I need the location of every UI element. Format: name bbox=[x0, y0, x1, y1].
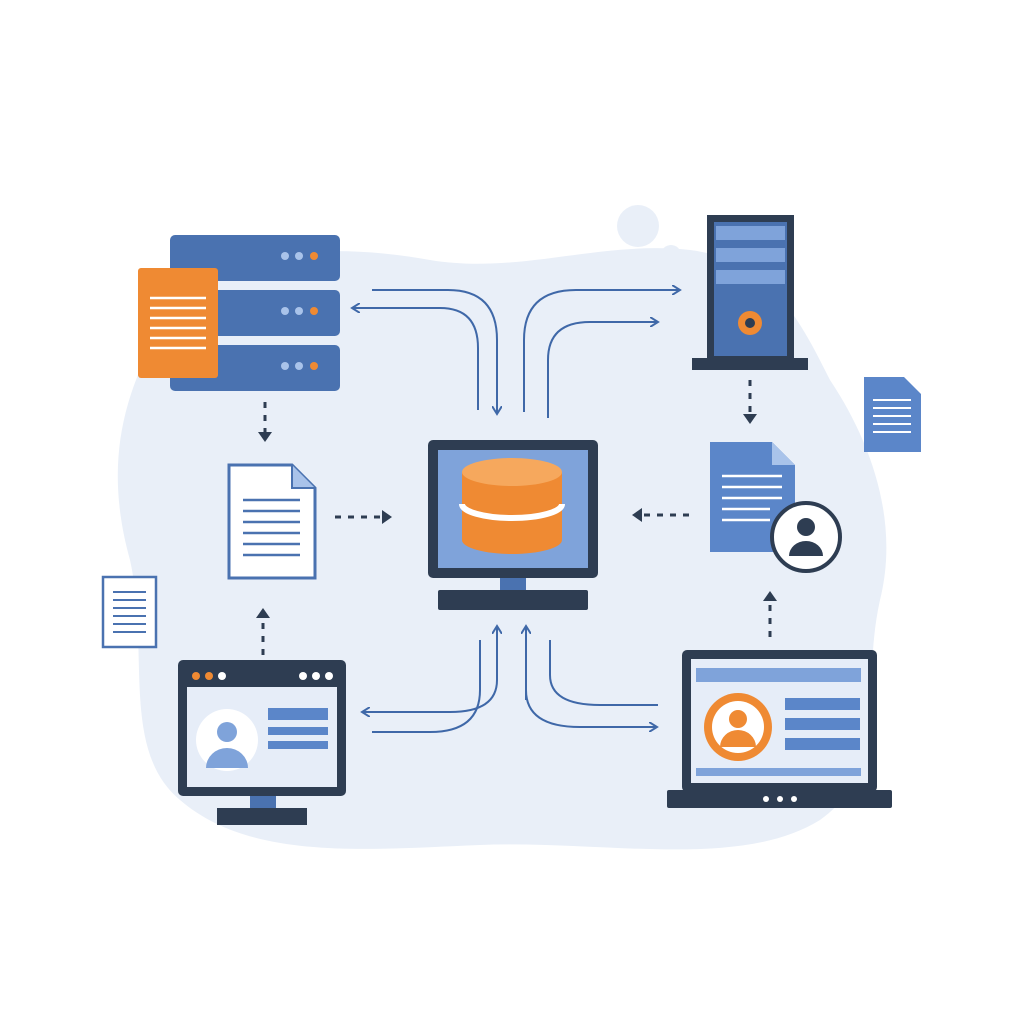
bubble bbox=[617, 205, 659, 247]
flow-arrow-icon bbox=[256, 380, 777, 655]
server-tower-icon bbox=[692, 215, 808, 370]
bubble bbox=[661, 245, 681, 265]
document-icon bbox=[864, 377, 921, 452]
database-monitor-icon bbox=[428, 440, 598, 610]
user-profile-laptop-icon bbox=[667, 650, 892, 808]
document-icon bbox=[227, 463, 317, 580]
flow-arrow-icon bbox=[354, 290, 678, 733]
document-icon bbox=[101, 575, 158, 649]
user-profile-monitor-icon bbox=[178, 660, 346, 825]
server-rack-icon bbox=[138, 235, 340, 391]
user-document-icon bbox=[710, 442, 842, 573]
